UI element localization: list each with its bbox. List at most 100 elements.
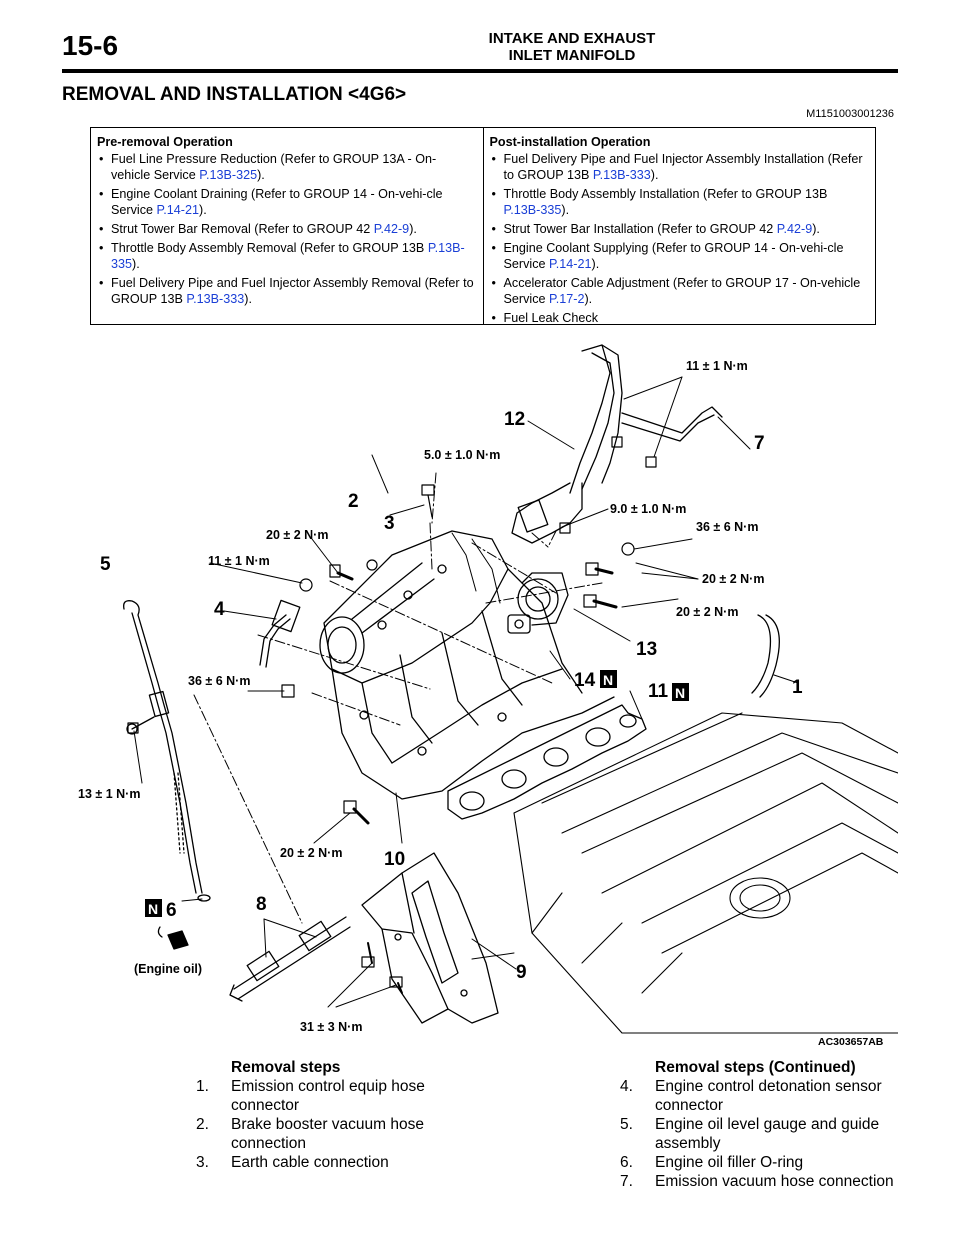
operation-text: Fuel Line Pressure Reduction (Refer to G… bbox=[111, 152, 437, 182]
torque-label: 20 ± 2 N·m bbox=[702, 572, 764, 586]
torque-label: 11 ± 1 N·m bbox=[686, 359, 748, 373]
inlet-manifold-illustration bbox=[319, 530, 615, 800]
operation-text-end: ). bbox=[244, 292, 252, 306]
operation-item: Strut Tower Bar Removal (Refer to GROUP … bbox=[97, 221, 475, 237]
pre-removal-list: Fuel Line Pressure Reduction (Refer to G… bbox=[97, 151, 475, 307]
page-reference-link[interactable]: P.13B-325 bbox=[199, 168, 258, 182]
page-reference-link[interactable]: P.42-9 bbox=[373, 222, 410, 236]
operation-text-end: ). bbox=[812, 222, 820, 236]
post-installation-column: Post-installation Operation Fuel Deliver… bbox=[482, 128, 876, 326]
step-number: 6. bbox=[620, 1154, 633, 1171]
removal-steps-continued-list: 4. Engine control detonation sensor conne… bbox=[620, 1077, 910, 1191]
callout-number: 6 bbox=[166, 900, 177, 921]
removal-steps-continued: Removal steps (Continued) 4.Engine contr… bbox=[620, 1058, 910, 1191]
step-number: 2. bbox=[196, 1116, 209, 1133]
operation-text: Throttle Body Assembly Installation (Ref… bbox=[503, 187, 828, 201]
callout-number: 8 bbox=[256, 894, 267, 915]
operation-text: Strut Tower Bar Removal (Refer to GROUP … bbox=[111, 222, 374, 236]
step-text: Engine oil filler O-ring bbox=[655, 1154, 804, 1171]
page-reference-link[interactable]: P.17-2 bbox=[549, 292, 585, 306]
operation-item: Throttle Body Assembly Installation (Ref… bbox=[490, 186, 868, 218]
page-heading: REMOVAL AND INSTALLATION <4G6> bbox=[62, 84, 407, 105]
torque-label: 20 ± 2 N·m bbox=[266, 528, 328, 542]
harness-illustration bbox=[511, 344, 723, 544]
new-part-badge: N bbox=[600, 670, 617, 688]
operation-text-end: ). bbox=[257, 168, 265, 182]
operation-text-end: ). bbox=[650, 168, 659, 182]
engine-oil-spout bbox=[157, 926, 163, 938]
post-installation-list: Fuel Delivery Pipe and Fuel Injector Ass… bbox=[490, 151, 868, 326]
section-title: INTAKE AND EXHAUST INLET MANIFOLD bbox=[422, 30, 722, 64]
callout-number: 12 bbox=[504, 409, 525, 430]
removal-step: 4. Engine control detonation sensor conne… bbox=[620, 1077, 910, 1115]
callout-number: 9 bbox=[516, 962, 527, 983]
callout-number: 5 bbox=[100, 554, 111, 575]
step-number: 7. bbox=[620, 1173, 633, 1190]
new-part-badge: N bbox=[672, 683, 689, 701]
page-number: 15-6 bbox=[62, 30, 119, 61]
torque-label: 36 ± 6 N·m bbox=[188, 674, 250, 688]
operation-item: Engine Coolant Supplying (Refer to GROUP… bbox=[490, 240, 868, 272]
callout-number: 4 bbox=[214, 599, 225, 620]
step-number: 4. bbox=[620, 1078, 633, 1095]
engine-oil-icon bbox=[167, 930, 189, 950]
removal-step: 6. Engine oil filler O-ring bbox=[620, 1153, 910, 1172]
subsection-name: INLET MANIFOLD bbox=[508, 47, 636, 64]
operation-text-end: ). bbox=[561, 203, 570, 217]
torque-label: 20 ± 2 N·m bbox=[280, 846, 342, 860]
page-reference-link[interactable]: P.13B-335 bbox=[111, 241, 465, 271]
operation-item: Accelerator Cable Adjustment (Refer to G… bbox=[490, 275, 868, 307]
bolts-illustration bbox=[127, 436, 657, 994]
exploded-diagram: 11 ± 1 N·m 5.0 ± 1.0 N·m 9.0 ± 1.0 N·m 3… bbox=[62, 333, 898, 1051]
operation-item: Fuel Line Pressure Reduction (Refer to G… bbox=[97, 151, 475, 183]
diagram-drawing: 11 ± 1 N·m 5.0 ± 1.0 N·m 9.0 ± 1.0 N·m 3… bbox=[78, 344, 898, 1048]
operation-text-end: ). bbox=[409, 222, 417, 236]
removal-step: 3.Earth cable connection bbox=[196, 1153, 456, 1172]
operation-text-end: ). bbox=[584, 292, 593, 306]
operation-item: Fuel Delivery Pipe and Fuel Injector Ass… bbox=[490, 151, 868, 183]
torque-label: 36 ± 6 N·m bbox=[696, 520, 758, 534]
new-part-badge: N bbox=[145, 899, 162, 917]
step-text: Emission control equip hose connector bbox=[231, 1078, 425, 1114]
operation-text: Strut Tower Bar Installation (Refer to G… bbox=[503, 222, 777, 236]
page-reference-link[interactable]: P.13B-333 bbox=[592, 168, 651, 182]
pre-removal-column: Pre-removal Operation Fuel Line Pressure… bbox=[91, 128, 483, 324]
operation-item: Fuel Delivery Pipe and Fuel Injector Ass… bbox=[97, 275, 475, 307]
diagram-code: AC303657AB bbox=[818, 1036, 884, 1048]
svg-text:N: N bbox=[148, 901, 158, 917]
operations-table: Pre-removal Operation Fuel Line Pressure… bbox=[90, 127, 876, 326]
page-reference-link[interactable]: P.13B-335 bbox=[503, 203, 562, 217]
removal-steps-title: Removal steps bbox=[231, 1059, 341, 1076]
operation-text: Fuel Leak Check bbox=[503, 311, 599, 325]
header-rule bbox=[62, 69, 898, 73]
operation-item: Throttle Body Assembly Removal (Refer to… bbox=[97, 240, 475, 272]
callout-number: 13 bbox=[636, 639, 657, 660]
throttle-valve-illustration bbox=[507, 572, 569, 634]
section-name: INTAKE AND EXHAUST bbox=[488, 30, 656, 47]
torque-label: 11 ± 1 N·m bbox=[208, 554, 270, 568]
operation-item: Engine Coolant Draining (Refer to GROUP … bbox=[97, 186, 475, 218]
vacuum-hose-illustration bbox=[751, 614, 780, 698]
operation-text: Fuel Delivery Pipe and Fuel Injector Ass… bbox=[111, 276, 474, 306]
operation-item: Fuel Leak Check bbox=[490, 310, 868, 326]
page-reference-link[interactable]: P.13B-333 bbox=[186, 292, 245, 306]
step-text: Engine control detonation sensor connect… bbox=[655, 1078, 882, 1114]
removal-step: 7.Emission vacuum hose connection bbox=[620, 1172, 910, 1191]
page-reference-link[interactable]: P.14-21 bbox=[549, 257, 592, 271]
oil-level-gauge-illustration bbox=[123, 600, 203, 894]
operation-text-end: ). bbox=[132, 257, 140, 271]
callout-number: 14 bbox=[574, 670, 596, 691]
page-reference-link[interactable]: P.14-21 bbox=[156, 203, 200, 217]
operation-text: Engine Coolant Draining (Refer to GROUP … bbox=[111, 187, 443, 217]
step-number: 3. bbox=[196, 1154, 209, 1171]
callout-number: 2 bbox=[348, 491, 359, 512]
page-header: 15-6 INTAKE AND EXHAUST INLET MANIFOLD bbox=[62, 30, 898, 70]
page-reference-link[interactable]: P.42-9 bbox=[776, 222, 813, 236]
step-text: Engine oil level gauge and guide assembl… bbox=[655, 1116, 880, 1152]
operation-text-end: ). bbox=[591, 257, 600, 271]
callout-number: 1 bbox=[792, 677, 803, 698]
pre-removal-title: Pre-removal Operation bbox=[97, 135, 233, 149]
torque-label: 5.0 ± 1.0 N·m bbox=[424, 448, 500, 462]
callout-number: 11 bbox=[648, 681, 669, 702]
sensor-connector-illustration bbox=[259, 599, 301, 668]
